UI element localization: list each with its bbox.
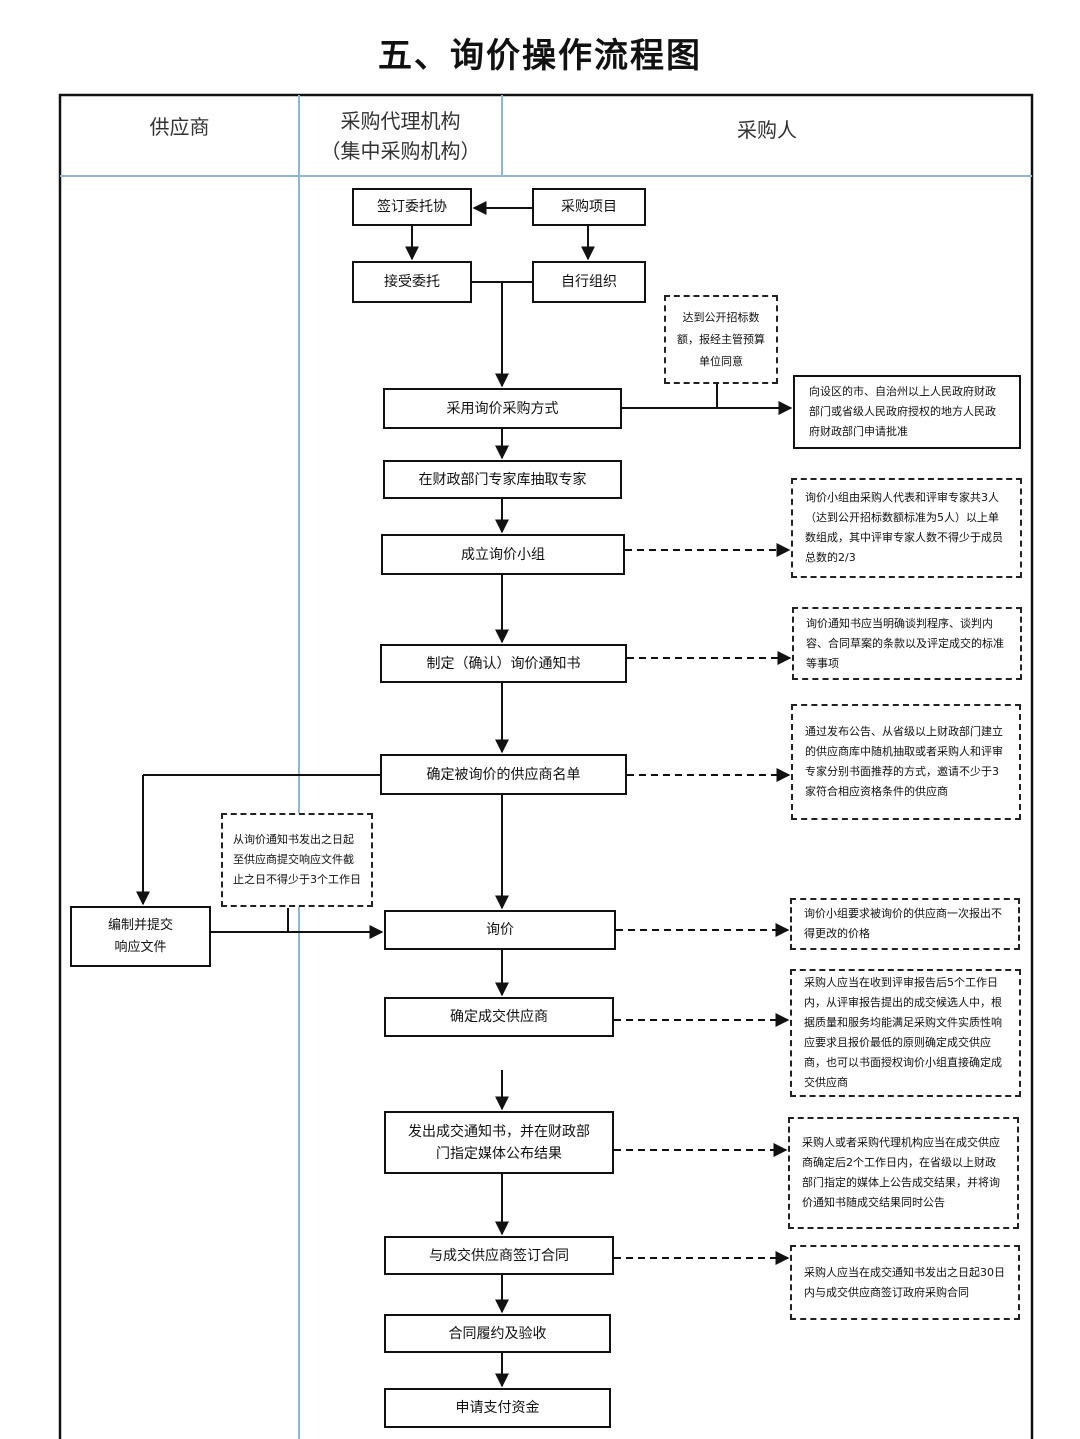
self-organize-box: 自行组织	[532, 261, 646, 303]
price-note: 询价小组要求被询价的供应商一次报出不得更改的价格	[790, 898, 1020, 950]
approval-note: 向设区的市、自治州以上人民政府财政部门或省级人民政府授权的地方人民政府财政部门申…	[793, 375, 1021, 449]
response-time-note: 从询价通知书发出之日起至供应商提交响应文件截止之日不得少于3个工作日	[221, 813, 373, 907]
prepare-response-box: 编制并提交 响应文件	[70, 906, 211, 967]
form-group-box: 成立询价小组	[381, 534, 625, 575]
determine-suppliers-box: 确定被询价的供应商名单	[380, 754, 627, 795]
threshold-note: 达到公开招标数额，报经主管预算单位同意	[664, 295, 778, 384]
page-title: 五、询价操作流程图	[378, 36, 702, 76]
inquiry-box: 询价	[384, 910, 616, 950]
issue-notice-box: 发出成交通知书，并在财政部 门指定媒体公布结果	[384, 1111, 614, 1174]
accept-entrust-box: 接受委托	[352, 261, 472, 303]
sign-contract-box: 与成交供应商签订合同	[384, 1236, 614, 1275]
draw-experts-box: 在财政部门专家库抽取专家	[383, 460, 622, 499]
group-note: 询价小组由采购人代表和评审专家共3人（达到公开招标数额标准为5人）以上单数组成，…	[791, 478, 1022, 578]
sign-entrust-box: 签订委托协	[352, 188, 472, 226]
adopt-inquiry-box: 采用询价采购方式	[383, 388, 622, 429]
perform-contract-box: 合同履约及验收	[384, 1314, 611, 1353]
issue-notice-line1: 发出成交通知书，并在财政部	[408, 1123, 590, 1140]
publish-note: 采购人或者采购代理机构应当在成交供应商确定后2个工作日内，在省级以上财政部门指定…	[788, 1117, 1019, 1229]
prepare-response-line1: 编制并提交	[107, 917, 173, 933]
lane-header-agency: 采购代理机构 （集中采购机构）	[299, 106, 502, 166]
lane-header-purchaser: 采购人	[737, 118, 797, 142]
lane-header-agency-line2: （集中采购机构）	[320, 139, 481, 163]
apply-payment-box: 申请支付资金	[384, 1388, 611, 1428]
suppliers-note: 通过发布公告、从省级以上财政部门建立的供应商库中随机抽取或者采购人和评审专家分别…	[791, 704, 1021, 820]
determine-winner-box: 确定成交供应商	[384, 997, 614, 1037]
prepare-response-line2: 响应文件	[114, 939, 167, 955]
contract-note: 采购人应当在成交通知书发出之日起30日内与成交供应商签订政府采购合同	[790, 1245, 1020, 1320]
lane-header-agency-line1: 采购代理机构	[340, 109, 461, 133]
lane-header-supplier: 供应商	[149, 115, 210, 139]
notice-note: 询价通知书应当明确谈判程序、谈判内容、合同草案的条款以及评定成交的标准等事项	[792, 607, 1022, 680]
issue-notice-line2: 门指定媒体公布结果	[436, 1145, 562, 1162]
winner-note: 采购人应当在收到评审报告后5个工作日内，从评审报告提出的成交候选人中，根据质量和…	[790, 969, 1021, 1097]
purchase-project-box: 采购项目	[532, 188, 646, 226]
make-notice-box: 制定（确认）询价通知书	[380, 644, 627, 683]
